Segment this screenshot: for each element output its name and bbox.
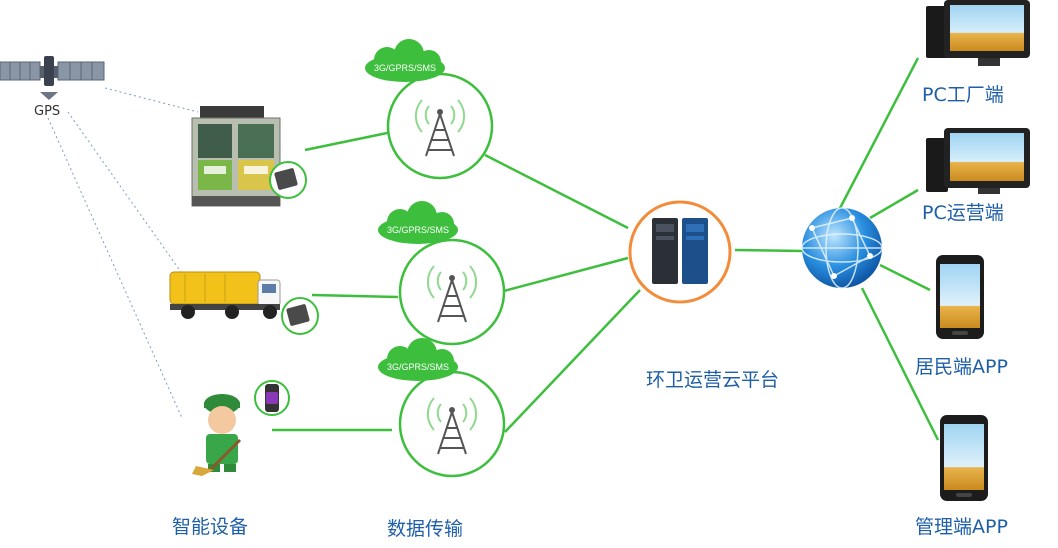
client-label-manager-app: 管理端APP: [915, 516, 1008, 538]
gps-label: GPS: [34, 104, 61, 119]
section-label-devices: 智能设备: [172, 516, 249, 538]
smartphone-icon: [940, 415, 988, 501]
pc-monitor-icon: [926, 128, 1030, 194]
tower-node: [386, 72, 494, 180]
garbage-truck-image: [169, 271, 281, 319]
iot-device-badge: [281, 297, 319, 335]
cloud-label: 3G/GPRS/SMS: [387, 362, 449, 372]
smartwatch-badge: [254, 380, 290, 416]
cloud-badge: 3G/GPRS/SMS: [378, 338, 458, 381]
tower-node: [398, 370, 506, 478]
client-label-pc-factory: PC工厂端: [922, 84, 1004, 106]
satellite-icon: [0, 56, 105, 100]
cloud-badge: 3G/GPRS/SMS: [378, 201, 458, 244]
section-label-platform: 环卫运营云平台: [646, 369, 780, 391]
smartphone-icon: [936, 255, 984, 339]
sanitation-worker-image: [192, 394, 242, 476]
iot-device-badge: [269, 161, 307, 199]
smart-trash-bin-image: [191, 106, 281, 207]
section-label-transmission: 数据传输: [387, 518, 464, 540]
tower-node: [398, 238, 506, 346]
cloud-label: 3G/GPRS/SMS: [374, 63, 436, 73]
network-links: [272, 57, 940, 441]
internet-globe-icon: [801, 207, 883, 289]
cloud-badge: 3G/GPRS/SMS: [365, 39, 445, 82]
client-label-resident-app: 居民端APP: [915, 356, 1008, 378]
pc-monitor-icon: [926, 0, 1030, 66]
cloud-platform-server-icon: [628, 200, 732, 304]
client-label-pc-operation: PC运营端: [922, 202, 1004, 224]
gps-links: [47, 87, 199, 419]
cloud-label: 3G/GPRS/SMS: [387, 225, 449, 235]
